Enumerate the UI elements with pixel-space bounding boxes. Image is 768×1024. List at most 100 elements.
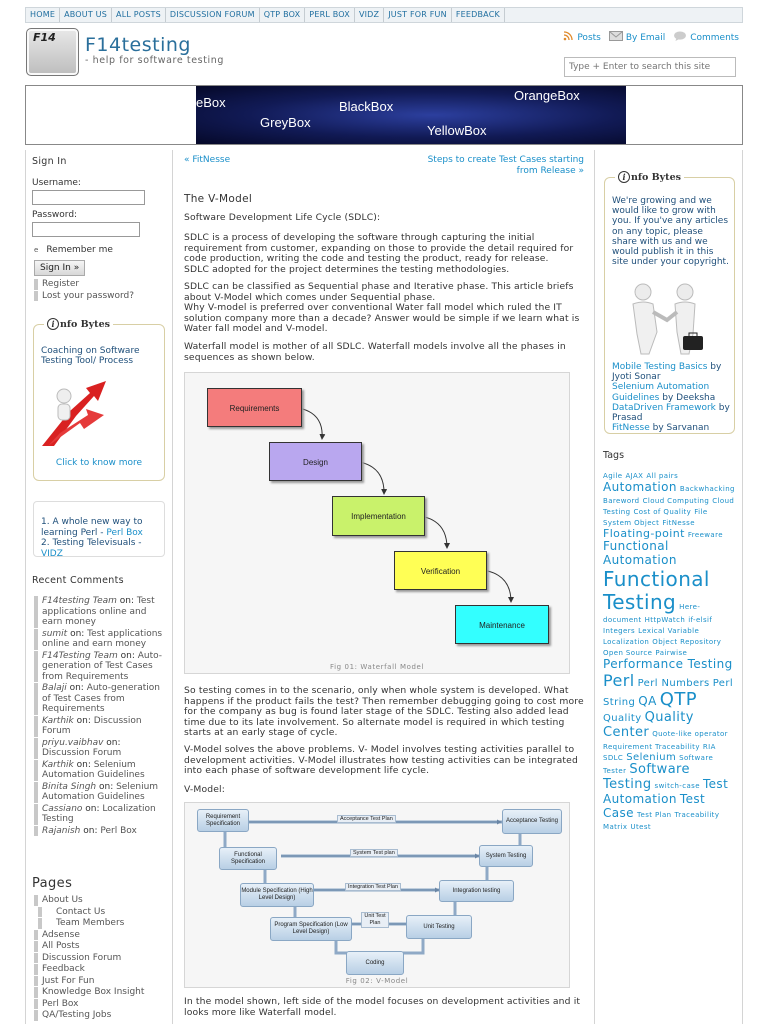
tag-link[interactable]: switch-case — [654, 782, 700, 791]
nav-item-just-for-fun[interactable]: JUST FOR FUN — [384, 8, 452, 22]
comment-author[interactable]: Rajanish — [42, 825, 81, 836]
tag-link[interactable]: Floating-point — [603, 526, 685, 540]
comment-author[interactable]: Karthik — [42, 759, 74, 770]
tag-link[interactable]: Pairwise — [655, 649, 688, 658]
comment-author[interactable]: Balaji — [42, 683, 67, 693]
vidz-link[interactable]: VIDZ — [41, 548, 63, 559]
comment-post-link[interactable]: Test applications online and earn money — [42, 628, 163, 650]
search-input[interactable] — [564, 57, 736, 77]
tag-link[interactable]: Object Repository — [652, 638, 722, 647]
comment-author[interactable]: F14testing Team — [42, 596, 117, 606]
tag-link[interactable]: Quote-like operator — [652, 729, 728, 738]
tag-link[interactable]: Integers — [603, 627, 636, 636]
page-link[interactable]: All Posts — [34, 941, 166, 952]
tag-link[interactable]: Perl String — [603, 677, 734, 709]
tag-link[interactable]: Test Plan — [637, 810, 672, 819]
signin-button[interactable]: Sign In » — [34, 260, 86, 276]
tag-link[interactable]: Localization — [603, 638, 650, 647]
tag-link[interactable]: Freeware — [687, 530, 723, 539]
comment-post-link[interactable]: Selenium Automation Guidelines — [42, 759, 145, 781]
remember-me[interactable]: e Remember me — [34, 245, 113, 255]
comment-author[interactable]: Cassiano — [42, 803, 83, 814]
rss-posts-link[interactable]: Posts — [562, 31, 601, 43]
comment-post-link[interactable]: Localization Testing — [42, 803, 156, 825]
checkbox-icon[interactable]: e — [34, 246, 39, 254]
nav-item-discussion-forum[interactable]: DISCUSSION FORUM — [166, 8, 260, 22]
tag-link[interactable]: Selenium — [626, 751, 677, 763]
register-link[interactable]: Register — [42, 279, 80, 289]
nav-item-all-posts[interactable]: ALL POSTS — [112, 8, 166, 22]
article-link[interactable]: DataDriven Framework — [612, 402, 716, 413]
tag-link[interactable]: System Object — [603, 518, 660, 527]
site-logo[interactable]: F14 — [26, 28, 79, 76]
tag-link[interactable]: Lexical Variable — [638, 627, 700, 636]
comment-post-link[interactable]: Auto-generation of Test Cases from Requi… — [42, 683, 160, 714]
comment-post-link[interactable]: Discussion Forum — [42, 748, 122, 758]
tag-link[interactable]: Software Tester — [603, 753, 714, 776]
tag-link[interactable]: Utest — [630, 822, 652, 831]
comment-author[interactable]: sumit — [42, 628, 68, 639]
tag-link[interactable]: Test Case — [603, 792, 706, 820]
tag-link[interactable]: Automation — [603, 480, 677, 494]
comment-post-link[interactable]: Perl Box — [100, 825, 137, 836]
tag-link[interactable]: AJAX — [625, 472, 644, 480]
tag-link[interactable]: SDLC — [603, 753, 624, 762]
nav-item-qtp-box[interactable]: QTP BOX — [260, 8, 306, 22]
tag-link[interactable]: File — [694, 507, 708, 516]
password-field[interactable] — [32, 222, 140, 237]
tag-link[interactable]: if-elsif — [688, 616, 713, 625]
comment-author[interactable]: Binita Singh — [42, 781, 97, 792]
tag-link[interactable]: RIA — [702, 742, 716, 751]
click-to-know-more-link[interactable]: Click to know more — [55, 458, 143, 468]
page-link[interactable]: Team Members — [38, 918, 166, 929]
comment-post-link[interactable]: Test applications online and earn money — [42, 596, 155, 627]
page-link[interactable]: Feedback — [34, 964, 166, 975]
tag-link[interactable]: Performance Testing — [603, 657, 733, 672]
page-link[interactable]: Adsense — [34, 929, 166, 940]
tag-link[interactable]: Functional Automation — [603, 539, 677, 568]
tag-link[interactable]: Bareword — [603, 496, 640, 505]
tag-link[interactable]: Cloud Computing — [642, 496, 710, 505]
comment-post-link[interactable]: Auto-generation of Test Cases from Requi… — [42, 650, 163, 682]
lost-password-link[interactable]: Lost your password? — [42, 290, 135, 301]
tag-link[interactable]: Here-document — [603, 603, 701, 625]
comment-post-link[interactable]: Selenium Automation Guidelines — [42, 781, 159, 803]
page-link[interactable]: Perl Box — [34, 998, 166, 1009]
tag-link[interactable]: Functional Testing — [603, 567, 710, 615]
username-field[interactable] — [32, 190, 145, 205]
tag-link[interactable]: Cloud Testing — [603, 496, 735, 516]
prev-post-link[interactable]: « FitNesse — [184, 155, 231, 165]
nav-item-vidz[interactable]: VIDZ — [355, 8, 385, 22]
comment-post-link[interactable]: Discussion Forum — [42, 715, 142, 737]
rss-comments-link[interactable]: Comments — [673, 31, 739, 43]
tag-link[interactable]: Software Testing — [603, 762, 690, 793]
comment-author[interactable]: F14Testing Team — [42, 650, 118, 661]
tag-link[interactable]: Quality Center — [603, 709, 694, 740]
nav-item-home[interactable]: HOME — [26, 8, 61, 22]
nav-item-about-us[interactable]: ABOUT US — [60, 8, 113, 22]
page-link[interactable]: About Us — [34, 895, 166, 906]
article-link[interactable]: Selenium Automation Guidelines — [612, 382, 710, 403]
page-link[interactable]: Contact Us — [38, 906, 166, 917]
email-subscribe-link[interactable]: By Email — [608, 31, 665, 43]
nav-item-feedback[interactable]: FEEDBACK — [452, 8, 505, 22]
tag-link[interactable]: QTP — [659, 689, 697, 711]
tag-link[interactable]: All pairs — [646, 472, 679, 480]
tag-link[interactable]: HttpWatch — [644, 616, 686, 625]
tag-link[interactable]: Open Source — [603, 649, 653, 658]
tag-link[interactable]: Test Automation — [603, 777, 729, 807]
nav-item-perl-box[interactable]: PERL BOX — [305, 8, 355, 22]
page-link[interactable]: Discussion Forum — [34, 952, 166, 963]
page-link[interactable]: Knowledge Box Insight — [34, 987, 166, 998]
comment-author[interactable]: Karthik — [42, 715, 74, 726]
article-link[interactable]: FitNesse — [612, 423, 650, 434]
tag-link[interactable]: Backwhacking — [679, 485, 735, 493]
perl-box-link[interactable]: Perl Box — [106, 527, 143, 538]
page-link[interactable]: QA/Testing Jobs — [34, 1010, 166, 1021]
article-link[interactable]: Mobile Testing Basics — [612, 362, 708, 372]
page-link[interactable]: Just For Fun — [34, 975, 166, 986]
tag-link[interactable]: Cost of Quality — [633, 507, 692, 516]
site-name[interactable]: F14testing — [85, 34, 191, 56]
tag-link[interactable]: Requirement Traceability — [603, 742, 700, 751]
